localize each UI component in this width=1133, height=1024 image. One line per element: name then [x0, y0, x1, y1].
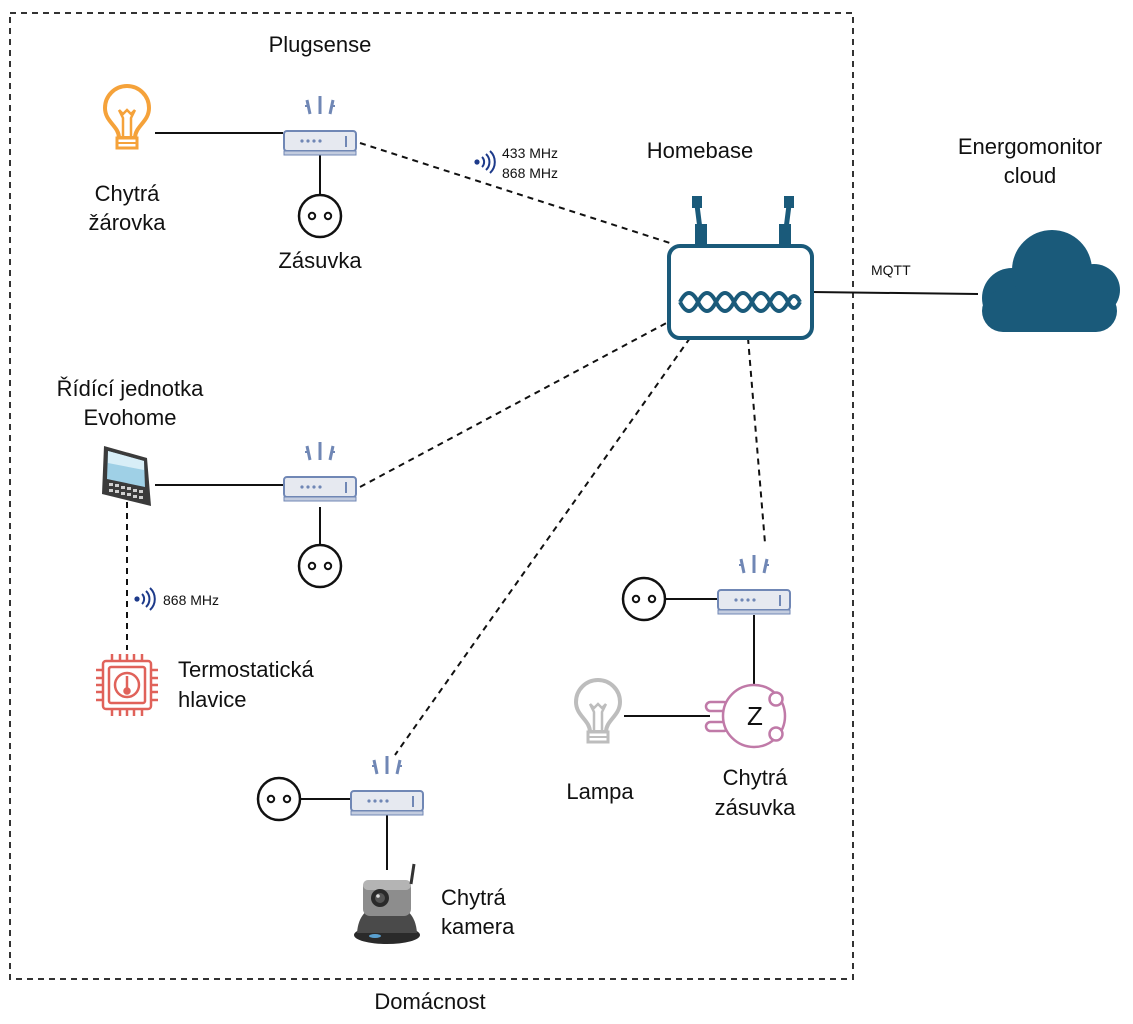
thermostat-head-icon: [96, 654, 158, 716]
evohome-controller-icon: [102, 446, 151, 506]
socket-icon: [256, 776, 302, 822]
plugsense-router-icon: [282, 94, 358, 157]
thermostat-label-line1: Termostatická: [178, 657, 314, 682]
cloud-title-line2: cloud: [1003, 163, 1057, 188]
evohome-label-line1: Řídící jednotka: [56, 376, 204, 401]
wired-links: [155, 132, 979, 870]
freq-433: 433 MHz: [502, 145, 559, 161]
socket-icon: [297, 193, 343, 239]
camera-icon: [354, 863, 420, 944]
plugsense-router-icon: [349, 754, 425, 817]
bulb-label-line1: Chytrá: [94, 181, 160, 206]
lamp-label: Lampa: [566, 779, 634, 804]
plugsense-title: Plugsense: [268, 32, 372, 57]
smart-bulb-icon: [103, 84, 151, 150]
link-plugsense-smartplug: [747, 337, 766, 544]
radio-wave-icon: [133, 587, 156, 611]
link-plugsense-middle: [359, 319, 673, 488]
radio-wave-icon: [473, 150, 496, 174]
cloud-title-line1: Energomonitor: [957, 134, 1103, 159]
lamp-bulb-icon: [574, 678, 622, 744]
smart-plug-icon: [704, 683, 787, 749]
smart-plug-label-line1: Chytrá: [722, 765, 788, 790]
plugsense-router-icon: [716, 553, 792, 616]
camera-label-line1: Chytrá: [441, 885, 506, 910]
plugsense-router-icon: [282, 440, 358, 503]
mqtt-label: MQTT: [871, 262, 911, 278]
evohome-freq: 868 MHz: [163, 592, 220, 608]
freq-868: 868 MHz: [502, 165, 559, 181]
bulb-label-line2: žárovka: [88, 210, 166, 235]
household-label: Domácnost: [374, 989, 486, 1014]
homebase-gateway-icon: [667, 196, 814, 340]
socket-icon: [621, 576, 667, 622]
smart-plug-label-line2: zásuvka: [714, 795, 796, 820]
smart-plug-glyph: Z: [747, 701, 763, 731]
cloud-icon: [982, 230, 1120, 332]
household-boundary: [9, 12, 854, 980]
wireless-links: [126, 142, 766, 756]
link-plugsense-camera: [394, 337, 691, 756]
homebase-title: Homebase: [646, 138, 754, 163]
socket-label: Zásuvka: [278, 248, 362, 273]
camera-label-line2: kamera: [441, 914, 515, 939]
socket-icon: [297, 543, 343, 589]
thermostat-label-line2: hlavice: [178, 687, 247, 712]
evohome-label-line2: Evohome: [83, 405, 177, 430]
mqtt-link: [811, 291, 979, 295]
